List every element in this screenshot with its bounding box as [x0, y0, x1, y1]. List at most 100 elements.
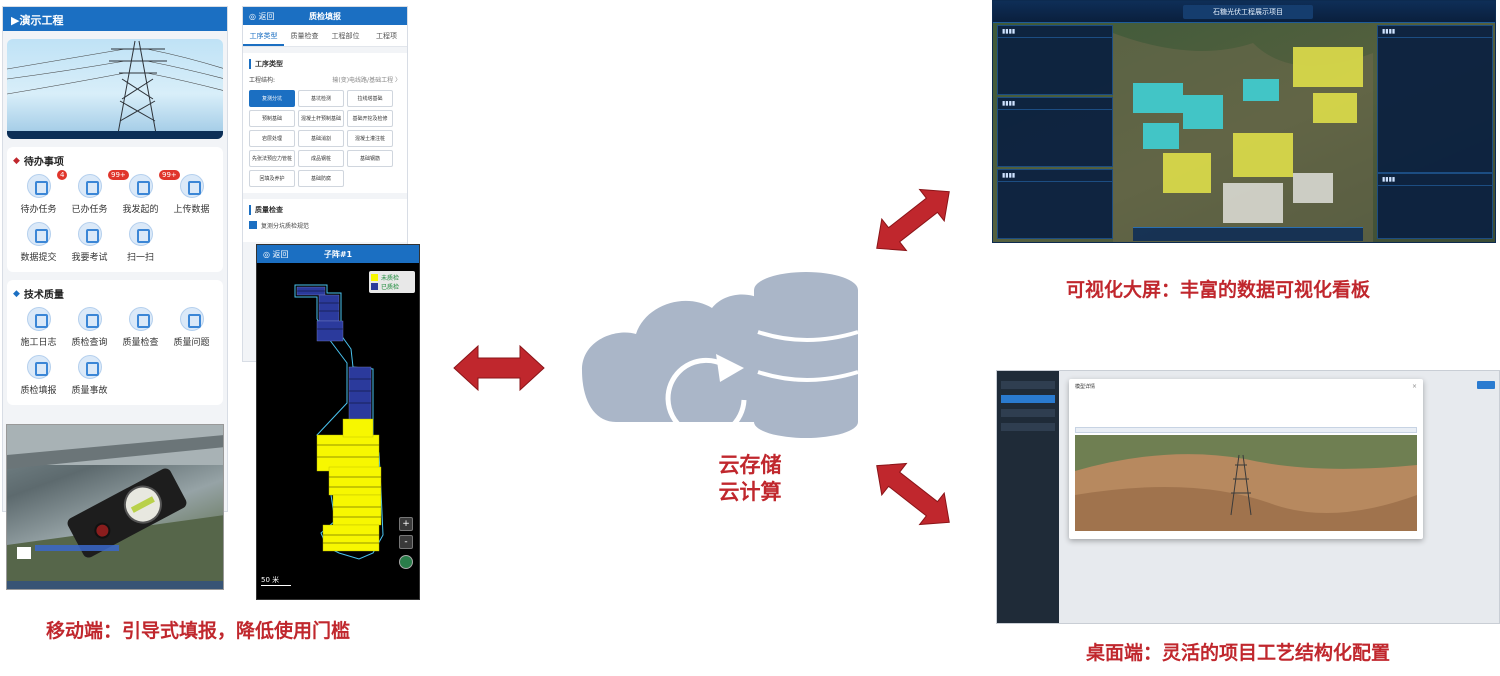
close-icon[interactable]: ×: [1411, 383, 1417, 390]
tab-project-item[interactable]: 工程项: [376, 32, 397, 40]
tech-item-check[interactable]: 质量检查: [115, 305, 166, 353]
locate-icon[interactable]: [399, 555, 413, 569]
process-section: 工序类型 工程结构: 输(变)电线路/基础工程 〉 复测分坑 基坑检测 拉线塔基…: [243, 53, 407, 193]
chip[interactable]: 基础防腐: [298, 170, 344, 187]
chip[interactable]: 混凝土杆预制基础: [298, 110, 344, 127]
tech-item-issue[interactable]: 质量问题: [166, 305, 217, 353]
zoom-in-button[interactable]: +: [399, 517, 413, 531]
sidebar-item[interactable]: [1001, 381, 1055, 389]
chip[interactable]: 复测分坑: [249, 90, 295, 107]
item-label: 质量问题: [173, 338, 210, 348]
cloud-compute-label: 云计算: [718, 480, 782, 504]
modal-title: 模型详情: [1075, 384, 1096, 390]
sidebar-item-active[interactable]: [1001, 395, 1055, 403]
panel-title: ▮▮▮▮: [1378, 174, 1492, 186]
bottom-nav[interactable]: [1133, 227, 1363, 241]
todo-item-initiated[interactable]: 99+我发起的: [115, 170, 180, 220]
section-title: 工序类型: [249, 59, 401, 69]
structure-tree-panel: ▮▮▮▮: [1377, 25, 1493, 173]
chip[interactable]: 基础消割: [298, 130, 344, 147]
process-chips: 复测分坑 基坑检测 拉线塔基础 预制基础 混凝土杆预制基础 基础开挖及检修 岩层…: [249, 90, 401, 187]
todo-item-exam[interactable]: 我要考试: [64, 220, 115, 268]
power-tower-illustration: [7, 40, 223, 139]
check-doc-icon: [128, 307, 153, 331]
sidebar-item[interactable]: [1001, 409, 1055, 417]
item-label: 待办任务: [20, 205, 57, 215]
dashboard-caption: 可视化大屏：丰富的数据可视化看板: [1066, 279, 1371, 301]
chip[interactable]: 基础钢筋: [347, 150, 393, 167]
item-label: 数据提交: [20, 253, 57, 263]
terrain-3d-view[interactable]: [1075, 435, 1417, 531]
tab-process-type[interactable]: 工序类型: [243, 25, 284, 46]
tech-item-query[interactable]: 质检查询: [64, 305, 115, 353]
chip[interactable]: 混凝土灌注桩: [347, 130, 393, 147]
upload-cloud-icon: [179, 174, 204, 198]
tech-item-accident[interactable]: 质量事故: [64, 353, 115, 401]
chip[interactable]: 基础开挖及检修: [347, 110, 393, 127]
banner-image: [7, 39, 223, 139]
map-header: ◎ 返回 子阵#1: [257, 245, 419, 263]
structure-row[interactable]: 工程结构: 输(变)电线路/基础工程 〉: [249, 75, 401, 84]
back-button[interactable]: ◎ 返回: [249, 11, 275, 21]
document-icon: [77, 174, 102, 198]
stats-panel: ▮▮▮▮: [997, 97, 1113, 167]
chip[interactable]: 预制基础: [249, 110, 295, 127]
item-label: 上传数据: [173, 205, 210, 215]
item-label: 质量检查: [122, 338, 159, 348]
chip[interactable]: 拉线塔基础: [347, 90, 393, 107]
model-row[interactable]: [1075, 427, 1417, 433]
todo-item-upload[interactable]: 上传数据: [166, 172, 217, 220]
todo-item-done[interactable]: 99+已办任务: [64, 170, 129, 220]
item-label: 已办任务: [71, 205, 108, 215]
tab-project-part[interactable]: 工程部位: [331, 32, 360, 40]
form-header: ◎ 返回 质检填报: [243, 7, 407, 25]
scale-bar: 50 米: [261, 576, 280, 584]
legend-label: 未质检: [381, 275, 400, 282]
item-label: 施工日志: [20, 338, 57, 348]
model-detail-modal: 模型详情 ×: [1069, 379, 1423, 539]
todo-item-submit[interactable]: 数据提交: [13, 220, 64, 268]
dashboard-screen: 石糖光伏工程展示项目 ▮▮▮▮ ▮▮▮▮ ▮▮▮▮ ▮▮▮▮ ▮▮▮▮: [992, 0, 1496, 243]
map-title: 子阵#1: [323, 249, 353, 259]
chip[interactable]: 成品钢桩: [298, 150, 344, 167]
warning-doc-icon: [77, 355, 102, 379]
item-label: 我要考试: [71, 253, 108, 263]
issues-panel: ▮▮▮▮: [1377, 173, 1493, 239]
zoom-out-button[interactable]: -: [399, 535, 413, 549]
check-label: 复测分坑质检规范: [261, 223, 310, 230]
chip[interactable]: 回填及养护: [249, 170, 295, 187]
item-label: 扫一扫: [126, 253, 154, 263]
back-button[interactable]: ◎ 返回: [263, 249, 289, 259]
check-section: 质量检查 复测分坑质检规范: [243, 199, 407, 242]
panel-title: ▮▮▮▮: [998, 98, 1112, 110]
desktop-app-screen: 模型详情 ×: [996, 370, 1500, 624]
chip[interactable]: 岩层处理: [249, 130, 295, 147]
dashboard-header: 石糖光伏工程展示项目: [993, 1, 1495, 23]
cloud-storage-label: 云存储: [718, 453, 782, 477]
checkbox[interactable]: [249, 221, 257, 229]
badge: 4: [57, 170, 68, 180]
sidebar-item[interactable]: [1001, 423, 1055, 431]
tab-quality-check[interactable]: 质量检查: [290, 32, 319, 40]
tech-item-log[interactable]: 施工日志: [13, 305, 64, 353]
cloud-database-icon: [582, 272, 859, 438]
double-arrow-icon: [876, 462, 950, 526]
project-title[interactable]: ▶演示工程: [3, 7, 227, 31]
chip[interactable]: 基坑检测: [298, 90, 344, 107]
todo-item-pending[interactable]: 4 待办任务: [13, 170, 68, 220]
item-label: 我发起的: [122, 205, 159, 215]
todo-item-scan[interactable]: 扫一扫: [115, 220, 166, 268]
double-arrow-icon: [876, 188, 950, 252]
chip[interactable]: 先张法预应力管桩: [249, 150, 295, 167]
subarray-map[interactable]: [257, 263, 420, 600]
add-button[interactable]: [1477, 381, 1495, 389]
swatch-checked: [371, 283, 378, 290]
check-row[interactable]: 复测分坑质检规范: [249, 221, 401, 230]
item-label: 质检查询: [71, 338, 108, 348]
diamond-icon: ◆: [13, 288, 20, 299]
structure-value: 输(变)电线路/基础工程 〉: [332, 77, 401, 84]
issue-doc-icon: [179, 307, 204, 331]
tech-item-fill[interactable]: 质检填报: [13, 353, 64, 401]
